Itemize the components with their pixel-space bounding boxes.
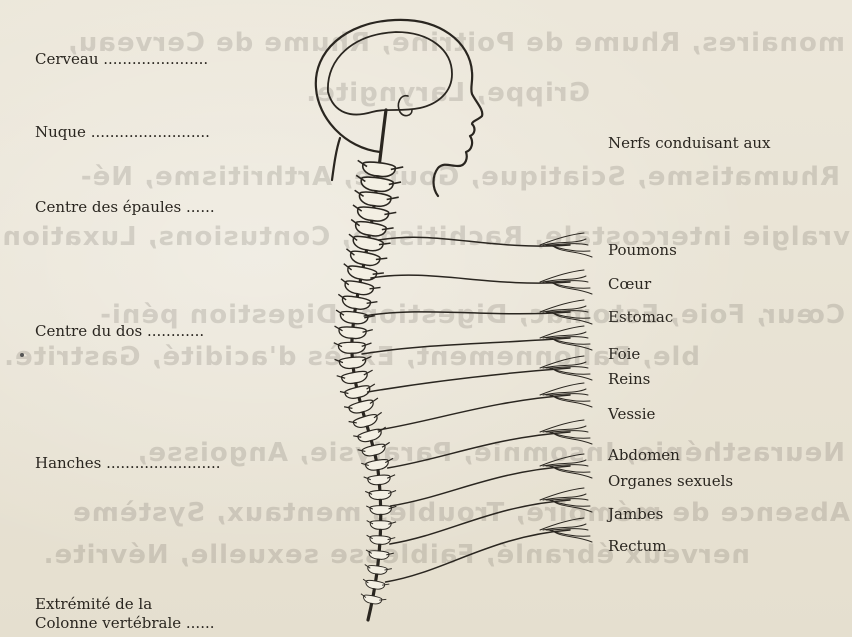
- vertebra: [353, 190, 399, 209]
- organ-label: Rectum: [608, 537, 666, 555]
- vertebra-body: [367, 565, 387, 575]
- vertebra-body: [352, 235, 384, 253]
- label-dos: Centre du dos ............: [35, 322, 204, 340]
- label-nuque: Nuque .........................: [35, 123, 210, 141]
- vertebra: [365, 490, 396, 501]
- nerve-line: [390, 500, 570, 544]
- nerve-line: [368, 368, 570, 392]
- vertebra-body: [361, 443, 386, 458]
- vertebra-body: [369, 550, 390, 560]
- nerve-line: [386, 530, 570, 582]
- nerve-branch: [540, 300, 584, 312]
- nerve-branch: [540, 326, 584, 338]
- nerve-branch: [540, 420, 584, 432]
- vertebra-body: [369, 490, 391, 500]
- vertebra-body: [370, 505, 391, 514]
- vertebra-body: [370, 535, 391, 545]
- organ-label: Estomac: [608, 308, 673, 326]
- vertebra: [337, 369, 375, 386]
- label-cerveau: Cerveau ......................: [35, 50, 208, 68]
- vertebra-body: [368, 474, 391, 485]
- nerve-branch: [540, 518, 584, 530]
- vertebra-body: [340, 310, 369, 325]
- vertebra-body: [360, 176, 394, 193]
- nerve-branch: [540, 454, 584, 466]
- vertebra-body: [353, 413, 379, 429]
- vertebra: [356, 160, 403, 179]
- vertebra-body: [370, 520, 391, 529]
- vertebra: [334, 326, 373, 340]
- nerve-branch: [540, 488, 584, 500]
- label-extremite-2: Colonne vertébrale ......: [35, 614, 215, 632]
- vertebra-body: [357, 206, 390, 223]
- nerve-line: [362, 338, 570, 354]
- vertebra: [365, 550, 394, 561]
- vertebra-body: [346, 265, 377, 283]
- nerve-line: [378, 395, 570, 430]
- organ-label: Cœur: [608, 275, 651, 293]
- vertebra: [351, 205, 396, 224]
- vertebra: [335, 355, 373, 369]
- vertebra: [334, 342, 372, 353]
- organ-label: Organes sexuels: [608, 472, 733, 490]
- label-nerfs-header: Nerfs conduisant aux: [608, 134, 771, 152]
- vertebra: [336, 294, 377, 312]
- nerve-branch: [540, 233, 584, 245]
- neck-back: [332, 138, 340, 180]
- speck-dot: [20, 353, 24, 357]
- vertebra-body: [362, 161, 396, 178]
- vertebra: [355, 175, 402, 194]
- vertebra-body: [339, 356, 366, 369]
- organ-label: Abdomen: [608, 446, 680, 464]
- vertebra: [364, 474, 396, 486]
- vertebra-body: [358, 191, 391, 208]
- nerve-line: [364, 312, 570, 316]
- vertebra-body: [363, 594, 383, 605]
- organ-label: Vessie: [608, 405, 655, 423]
- label-hanches: Hanches ........................: [35, 454, 221, 472]
- brain-outline: [328, 32, 452, 115]
- vertebra-body: [348, 399, 375, 415]
- organ-label: Poumons: [608, 241, 677, 259]
- label-extremite-1: Extrémité de la: [35, 595, 152, 613]
- nerve-branch: [540, 270, 584, 282]
- vertebra-body: [338, 326, 366, 339]
- organ-label: Foie: [608, 345, 640, 363]
- vertebra-body: [338, 342, 365, 353]
- vertebra: [335, 310, 375, 326]
- nerve-line: [388, 432, 570, 468]
- vertebra: [364, 564, 392, 575]
- vertebra-body: [344, 280, 374, 297]
- ear: [398, 96, 412, 116]
- vertebra: [366, 520, 396, 529]
- organ-label: Reins: [608, 370, 650, 388]
- nerve-branch: [540, 383, 584, 395]
- label-epaules: Centre des épaules ......: [35, 198, 215, 216]
- vertebra-body: [349, 250, 381, 268]
- vertebra: [362, 579, 390, 591]
- organ-label: Jambes: [608, 505, 663, 523]
- vertebra: [366, 505, 396, 514]
- nerve-branch: [540, 356, 584, 368]
- vertebra: [361, 458, 394, 473]
